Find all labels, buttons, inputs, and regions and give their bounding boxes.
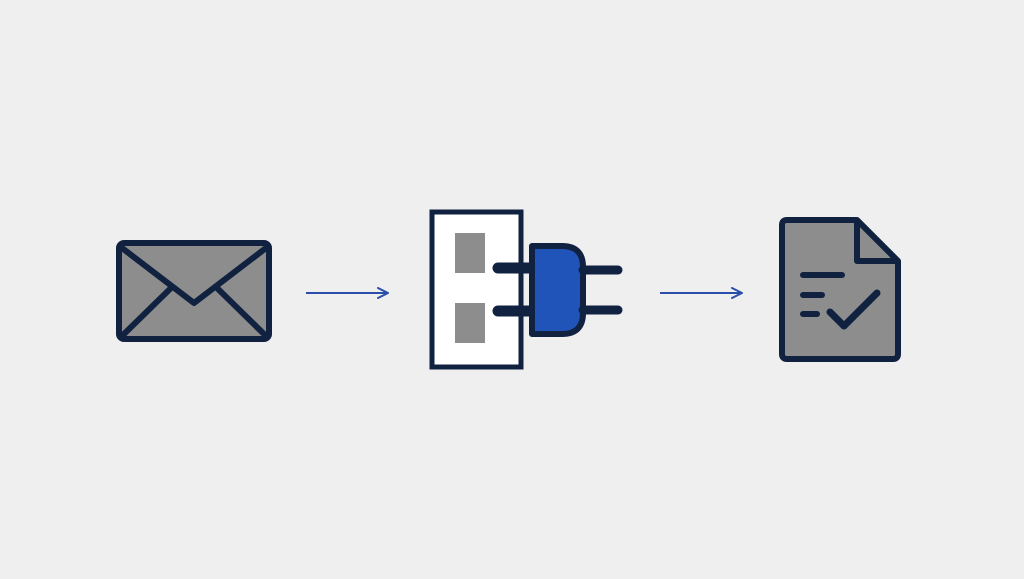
envelope-icon — [116, 240, 272, 342]
plug-connector-icon — [429, 209, 623, 370]
checkmark-icon — [826, 289, 881, 330]
document-checkmark-icon — [779, 217, 901, 362]
socket-slot-top — [455, 233, 485, 273]
plug-body — [529, 243, 586, 337]
socket-slot-bottom — [455, 303, 485, 343]
